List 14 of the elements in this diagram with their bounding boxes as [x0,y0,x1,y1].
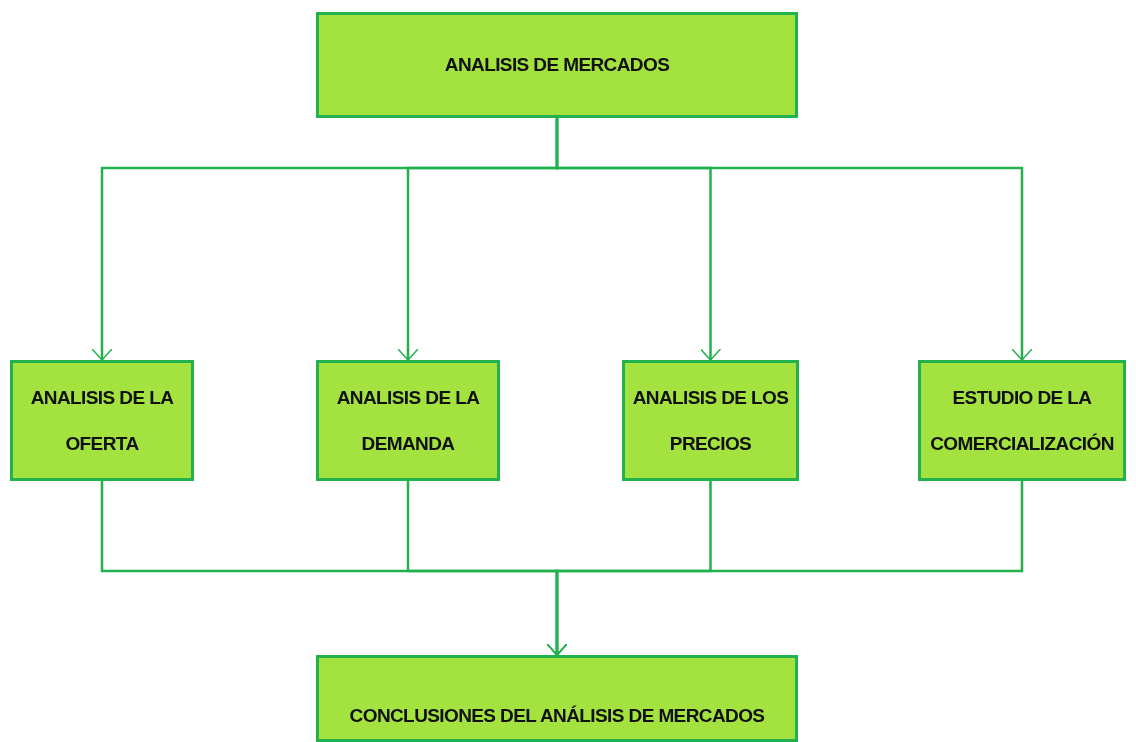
box-label: ESTUDIO DE LA COMERCIALIZACIÓN [929,385,1115,456]
box-label: CONCLUSIONES DEL ANÁLISIS DE MERCADOS [349,704,765,728]
process-box [622,360,799,481]
connector-arrow [555,118,1033,361]
process-box [10,360,194,481]
connector-arrow [546,481,1024,656]
process-box [316,12,798,118]
process-box [316,655,798,742]
box-label: ANALISIS DE MERCADOS [444,53,670,77]
box-label: ANALISIS DE LOS PRECIOS [631,385,790,456]
box-label: ANALISIS DE LA DEMANDA [335,385,481,456]
process-box [918,360,1126,481]
process-box [316,360,500,481]
box-label: ANALISIS DE LA OFERTA [29,385,175,456]
